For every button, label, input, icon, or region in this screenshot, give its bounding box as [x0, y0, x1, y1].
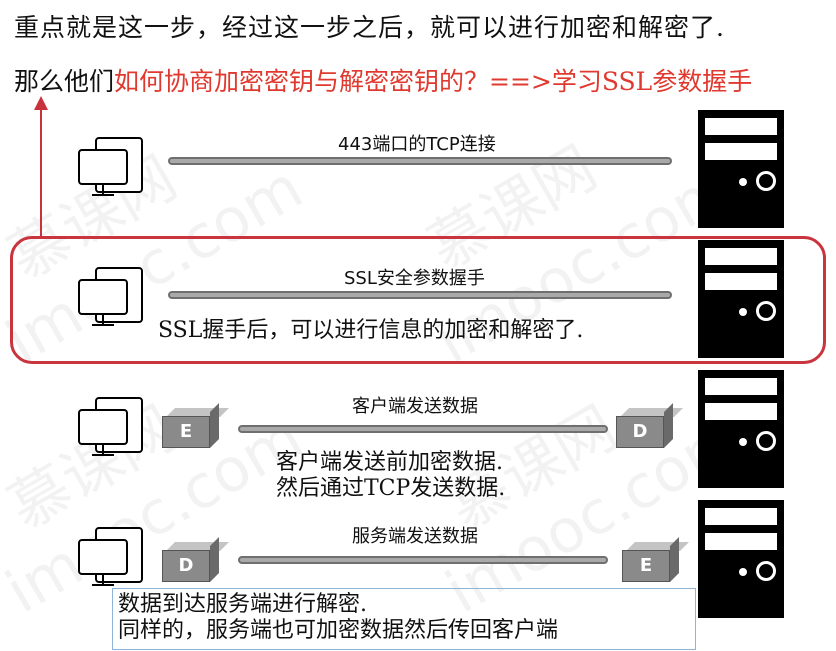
client-computer-icon	[78, 527, 143, 586]
client-computer-icon	[78, 137, 143, 196]
server-icon	[698, 500, 784, 618]
connection-bar	[238, 425, 608, 433]
step-label: 客户端发送数据	[352, 396, 478, 417]
client-computer-icon	[78, 267, 143, 326]
step-label: 服务端发送数据	[352, 526, 478, 547]
box-letter: D	[616, 416, 664, 448]
box-letter: E	[622, 550, 670, 582]
step-label: 443端口的TCP连接	[338, 134, 496, 155]
server-icon	[698, 110, 784, 228]
question: 那么他们如何协商加密密钥与解密密钥的？==>学习SSL参数握手	[14, 62, 752, 98]
connection-bar	[168, 157, 672, 165]
step-note-line2: 同样的，服务端也可加密数据然后传回客户端	[118, 618, 559, 643]
step-note: SSL握手后，可以进行信息的加密和解密了.	[158, 318, 584, 343]
encrypt-box-icon: E	[162, 403, 229, 448]
step-label: SSL安全参数握手	[344, 268, 485, 289]
box-letter: E	[162, 416, 210, 448]
question-highlight: 如何协商加密密钥与解密密钥的？==>学习SSL参数握手	[114, 67, 753, 96]
step-note-line1: 数据到达服务端进行解密.	[118, 592, 367, 617]
client-computer-icon	[78, 397, 143, 456]
server-icon	[698, 370, 784, 488]
note-box	[112, 588, 696, 650]
step-note-line2: 然后通过TCP发送数据.	[276, 476, 506, 501]
heading: 重点就是这一步，经过这一步之后，就可以进行加密和解密了.	[14, 13, 725, 42]
question-prefix: 那么他们	[14, 67, 115, 96]
connection-bar	[168, 291, 672, 299]
decrypt-box-icon: D	[162, 537, 229, 582]
ssl-highlight-frame	[10, 236, 826, 364]
step-note-line1: 客户端发送前加密数据.	[276, 450, 503, 475]
encrypt-box-icon: E	[622, 537, 689, 582]
server-icon	[698, 240, 784, 358]
up-arrow-icon	[34, 96, 48, 110]
decrypt-box-icon: D	[616, 403, 683, 448]
box-letter: D	[162, 550, 210, 582]
connection-bar	[238, 556, 608, 564]
arrow-shaft	[40, 108, 42, 238]
